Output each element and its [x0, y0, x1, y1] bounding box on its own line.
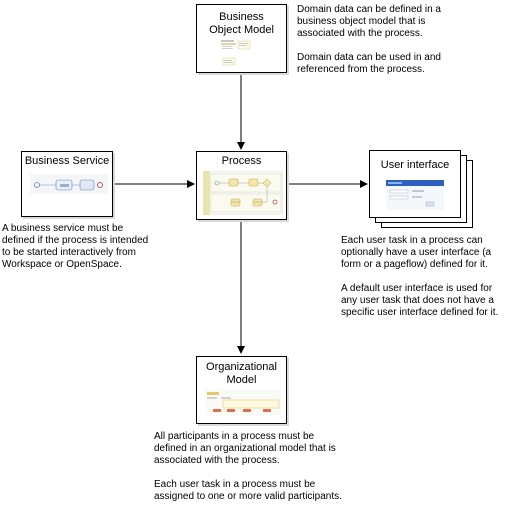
process-thumbnail: [203, 171, 283, 215]
organizational-model-node[interactable]: Organizational Model: [196, 356, 287, 424]
bom-note: Domain data can be defined in a business…: [297, 4, 441, 75]
process-title: Process: [221, 155, 262, 167]
business-service-thumbnail: [30, 174, 108, 194]
org-model-thumbnail: [205, 389, 281, 415]
user-interface-thumbnail: [386, 180, 444, 210]
user-interface-title: User interface: [380, 159, 450, 171]
user-interface-node[interactable]: User interface: [369, 150, 461, 218]
process-node[interactable]: Process: [196, 151, 287, 220]
user-interface-note: Each user task in a process can optional…: [341, 235, 499, 318]
business-object-model-node[interactable]: Business Object Model: [196, 4, 287, 73]
organizational-model-note: All participants in a process must be de…: [154, 431, 342, 502]
business-service-note: A business service must be defined if th…: [2, 223, 149, 270]
organizational-model-title: Organizational Model: [206, 361, 277, 386]
business-service-node[interactable]: Business Service: [21, 151, 113, 217]
bom-thumbnail: [221, 40, 251, 66]
business-service-title: Business Service: [24, 155, 110, 167]
business-object-model-title: Business Object Model: [209, 11, 274, 36]
